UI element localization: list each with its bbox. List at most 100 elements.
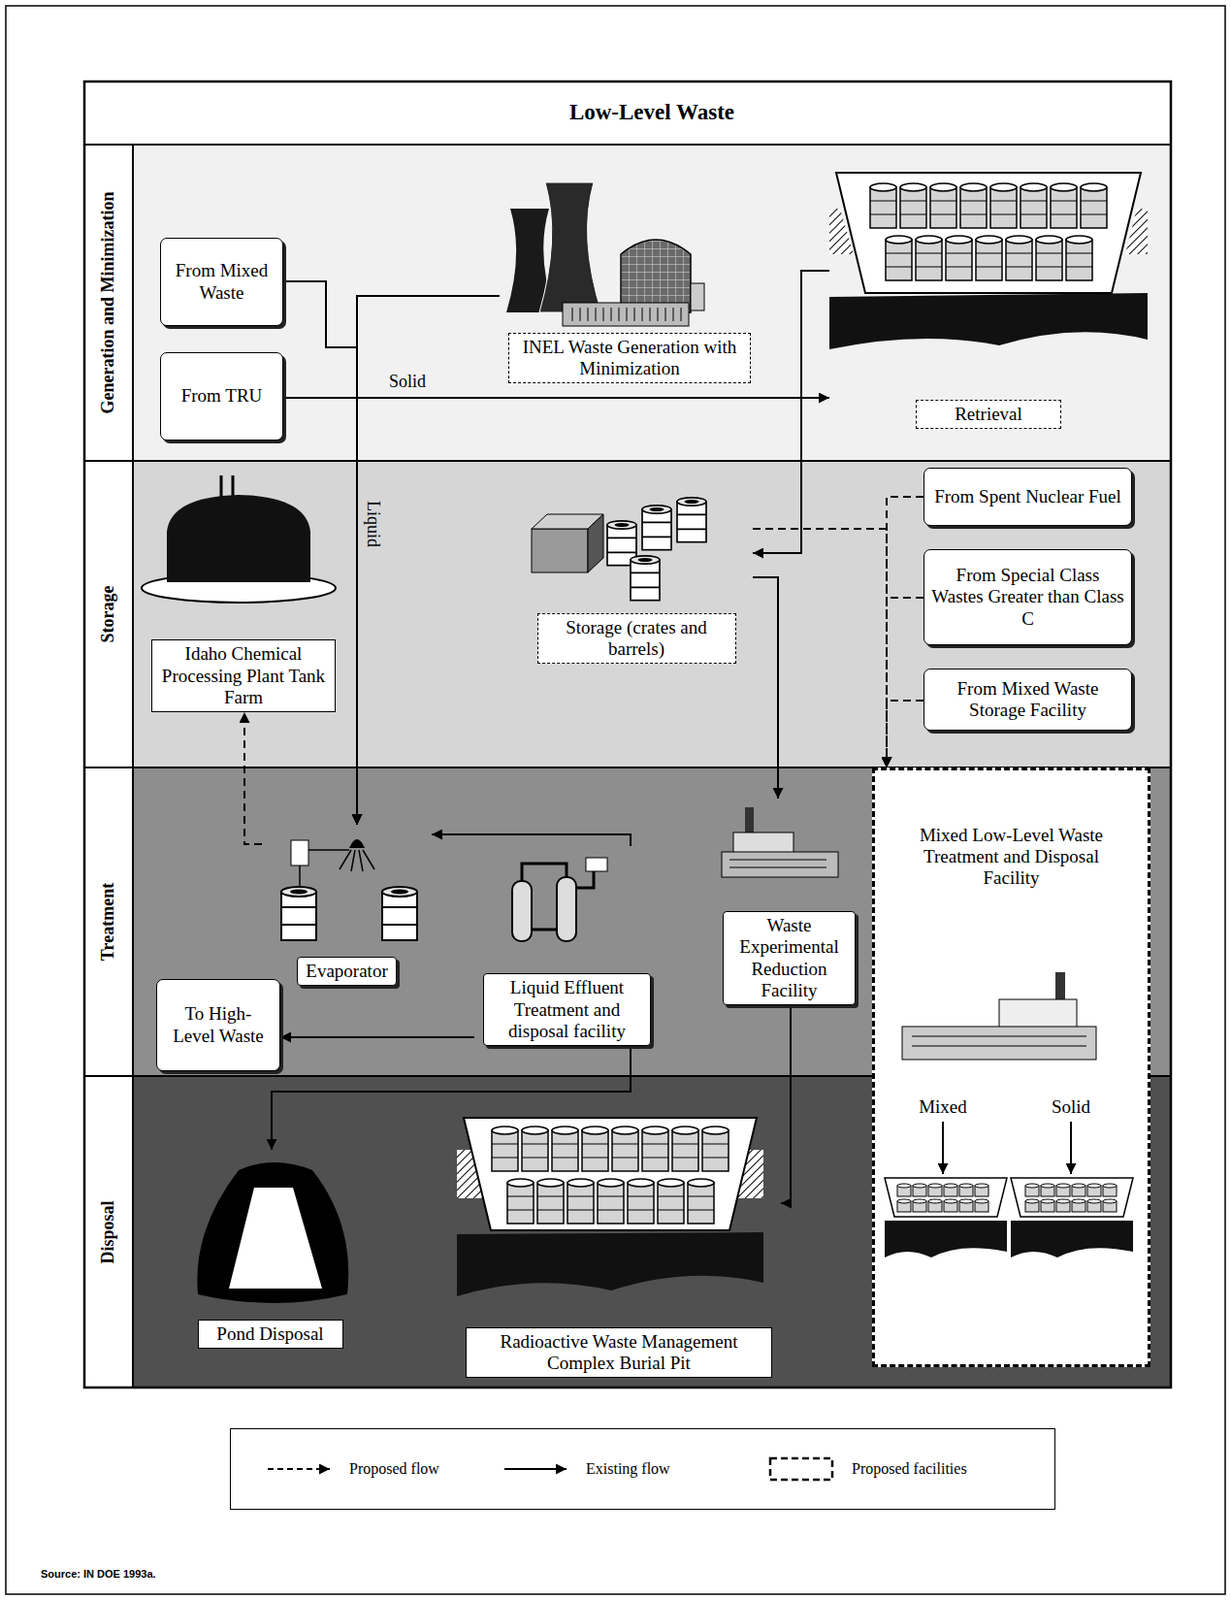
arrow [1069,1121,1072,1174]
facility-label: Pond Disposal [188,1149,353,1349]
band-label: Treatment [97,882,119,961]
swimlane-band: Generation and Minimization From Mixed Wa… [84,144,1171,461]
node-text: Evaporator [296,956,396,986]
factory-windows [911,1036,1087,1046]
facility-label: Waste Experimental Reduction Facility [713,798,865,1005]
burial-pit [1010,1177,1134,1217]
legend-dashed-box [770,1457,833,1480]
node-text: Liquid Effluent Treatment and disposal f… [483,972,651,1046]
flow-arrow [431,834,631,846]
facility-label: Retrieval [829,166,1148,429]
band-ground [132,460,1171,768]
source-box: From Special Class Wastes Greater than C… [923,549,1133,646]
burial-pit [463,1117,757,1231]
facility-label: INEL Waste Generation with Minimization [499,174,760,384]
flow-label: Solid [387,372,428,392]
diagram-title: Low-Level Waste [569,99,735,127]
pond [196,1162,349,1303]
source-box: From Mixed Waste [160,237,284,326]
spray [308,849,375,872]
facility-label: Evaporator [261,824,432,986]
facility-label: Radioactive Waste Management Complex Bur… [456,1111,781,1378]
control-box [291,840,309,866]
node-text: Mixed Low-Level Waste Treatment and Disp… [900,824,1124,890]
band-label: Generation and Minimization [97,192,119,415]
ground-layer [456,1231,764,1296]
legend-box: Proposed flow Existing flow Proposed facil… [229,1427,1056,1510]
facility-ground [872,767,1151,1367]
facility-label: Idaho Chemical Processing Plant Tank Far… [145,489,342,713]
barrel-row [489,1123,731,1174]
flow-arrow [886,496,924,768]
band-divider [84,144,1171,1388]
legend-entry: Existing flow [500,1428,671,1509]
annotation-label: Solid [1051,1096,1091,1118]
swimlane-band: StorageIdaho Chemical Processing Plant T… [84,460,1171,768]
node-text: Retrieval [915,399,1062,429]
flow-arrow [280,1036,475,1038]
drum [382,886,418,940]
crate [531,528,588,573]
annex [690,283,705,311]
title-row [84,81,1171,145]
flow-arrow [752,270,830,553]
cooling-tower [539,182,602,313]
node-text: From Special Class Wastes Greater than C… [931,564,1125,630]
annotation-label: Source: IN DOE 1993a. [40,1567,157,1580]
legend-line [267,1467,330,1470]
flow-arrow [752,577,778,799]
node-text: From Spent Nuclear Fuel [934,485,1122,508]
page-frame [5,5,1226,1594]
swimlane-band: TreatmentEvaporatorLiquid Effluent Treat… [84,767,1171,1076]
arrow [941,1121,944,1174]
node-text: Waste Experimental Reduction Facility [722,910,856,1005]
reactor-dome [620,239,691,313]
burial-pit [884,1177,1007,1217]
legend-text: Proposed facilities [851,1459,968,1479]
legend-sample [500,1454,573,1484]
flow-arrow [886,700,924,768]
barrel-row [505,1175,716,1227]
swimlane-band: DisposalPond DisposalRadioactive Waste M… [84,1075,1171,1388]
pond-basin [228,1187,323,1289]
factory [902,1026,1097,1060]
flow-arrow [886,597,924,768]
legend-entry: Proposed flow [263,1428,440,1509]
drum [642,505,672,551]
destination-box: To High-Level Waste [156,978,281,1071]
barrel-row [883,232,1095,284]
ground-layer [829,292,1148,350]
pipe [521,863,594,930]
flow-label: Liquid [362,498,383,550]
node-text: INEL Waste Generation with Minimization [508,332,751,384]
vessel [556,876,577,941]
legend-entry: Proposed facilities [766,1428,968,1509]
building-slats [572,307,681,322]
flow-arrow [283,397,357,825]
facility-label: Liquid Effluent Treatment and disposal f… [474,845,660,1046]
building [562,302,689,326]
ground-layer [884,1220,1007,1258]
flow-arrow [283,396,830,399]
source-box: From Spent Nuclear Fuel [923,467,1133,526]
drum [677,497,707,543]
control-box [585,857,608,872]
drum [281,886,317,940]
flow-arrow [244,712,262,844]
storage-tank [166,494,311,583]
flow-arrow [780,1004,791,1203]
legend-line [504,1467,567,1470]
node-text: Idaho Chemical Processing Plant Tank Far… [151,639,336,713]
node-text: From TRU [181,385,263,407]
node-text: Radioactive Waste Management Complex Bur… [465,1327,773,1378]
node-text: From Mixed Waste Storage Facility [931,678,1125,721]
source-box: From Mixed Waste Storage Facility [923,668,1133,731]
node-text: Pond Disposal [197,1319,344,1349]
band-ground [132,144,1171,461]
factory [721,851,839,877]
barrel-row [896,1181,990,1213]
factory [733,832,794,854]
barrel-row [1024,1181,1118,1213]
node-text: Storage (crates and barrels) [537,613,737,664]
